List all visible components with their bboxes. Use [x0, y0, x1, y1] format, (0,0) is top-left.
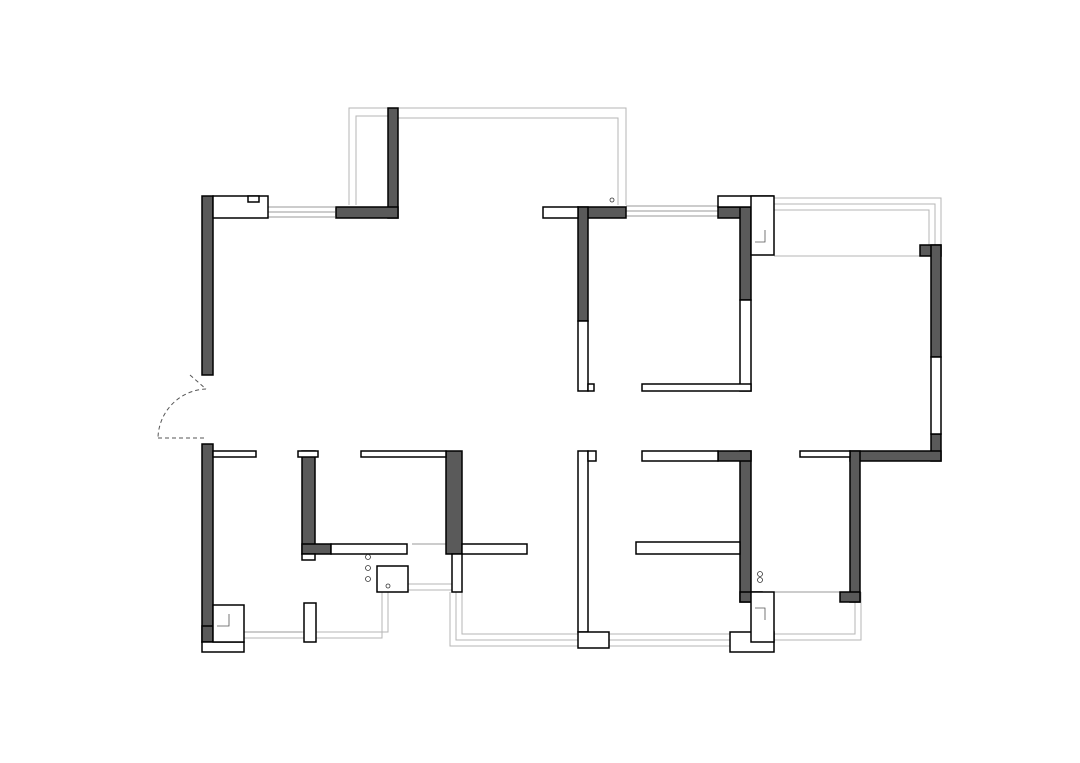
- shower-icon: [217, 614, 230, 627]
- partition-center-bottom-cap: [587, 450, 597, 462]
- drain-icon: [365, 554, 371, 560]
- partition-right-stub: [799, 450, 851, 458]
- wall-top-center-horizontal: [335, 206, 399, 219]
- wall-bottom-left-corner: [201, 625, 214, 643]
- partition-center-foot: [587, 383, 595, 392]
- wall-bath-right-top: [717, 450, 752, 462]
- wall-bath-left-vertical: [301, 450, 316, 555]
- walls-partition: [201, 195, 942, 653]
- wall-top-center-vertical: [387, 107, 399, 219]
- balcony-bottom-left-inner: [244, 592, 383, 639]
- wall-master-vertical: [849, 450, 861, 603]
- partition-bedroom-lower-top: [641, 450, 719, 462]
- balcony-right-inner: [774, 203, 936, 246]
- balcony-bottom-right-inner: [774, 592, 856, 635]
- windows: [244, 205, 840, 633]
- partition-bedroom-right-lower: [739, 299, 752, 392]
- walls-solid: [201, 107, 942, 643]
- entry-door-top: [189, 374, 207, 390]
- entry-door: [157, 374, 207, 439]
- partition-bedroom-lower-mid: [635, 541, 741, 555]
- wall-bath-right-vertical: [739, 450, 752, 603]
- partition-center-bottom-foot: [577, 631, 610, 649]
- entry-door-swing: [157, 388, 207, 439]
- wall-right-bottom: [849, 450, 942, 462]
- partition-bath-left-foot: [301, 553, 316, 561]
- partition-bottom-right-block: [750, 591, 775, 643]
- wall-bedroom-right-vertical: [739, 206, 752, 301]
- partition-left-stub: [212, 450, 257, 458]
- wall-left-lower: [201, 443, 214, 643]
- wall-bath-left-bottom: [301, 543, 332, 555]
- partition-kitchen-right: [461, 543, 528, 555]
- wall-right-vertical-upper: [930, 244, 942, 358]
- fixtures: [217, 197, 766, 627]
- partition-right-top-block: [750, 195, 775, 256]
- drain-icon: [757, 571, 763, 577]
- partition-bath-left-bottom: [330, 543, 408, 555]
- partition-bath-left-top: [297, 450, 319, 458]
- balcony-bottom-center-inner: [455, 592, 730, 641]
- drain-icon: [365, 576, 371, 582]
- partition-center-top-left: [542, 206, 579, 219]
- balcony-bottom-center-inner-2: [461, 592, 730, 635]
- balcony-bottom-center: [449, 592, 730, 647]
- wall-kitchen-vertical: [445, 450, 463, 555]
- balcony-outlines: [244, 107, 942, 647]
- partition-center-lower: [577, 320, 589, 392]
- drain-icon: [365, 565, 371, 571]
- drain-icon: [609, 197, 615, 203]
- partition-center-bottom: [577, 450, 589, 633]
- shower-icon: [755, 230, 766, 243]
- partition-laundry: [376, 565, 409, 593]
- drain-icon: [385, 583, 391, 589]
- drain-icon: [757, 577, 763, 583]
- partition-bottom-left-jamb: [201, 641, 245, 653]
- partition-kitchen-lower: [451, 553, 463, 593]
- balcony-top-center: [348, 107, 627, 205]
- shower-icon: [755, 607, 766, 620]
- balcony-right-inner-2: [774, 209, 930, 246]
- partition-top-left-notch: [247, 195, 260, 203]
- partition-bedroom-bottom: [641, 383, 752, 392]
- wall-center-vertical: [577, 206, 589, 322]
- partition-right-window-gap: [930, 356, 942, 435]
- partition-kitchen-top: [360, 450, 447, 458]
- partition-bottom-left-block: [212, 604, 245, 643]
- wall-master-bottom: [839, 591, 861, 603]
- partition-balcony-post: [303, 602, 317, 643]
- balcony-right: [774, 197, 942, 246]
- wall-left-upper: [201, 195, 214, 376]
- balcony-bottom-right: [774, 592, 862, 641]
